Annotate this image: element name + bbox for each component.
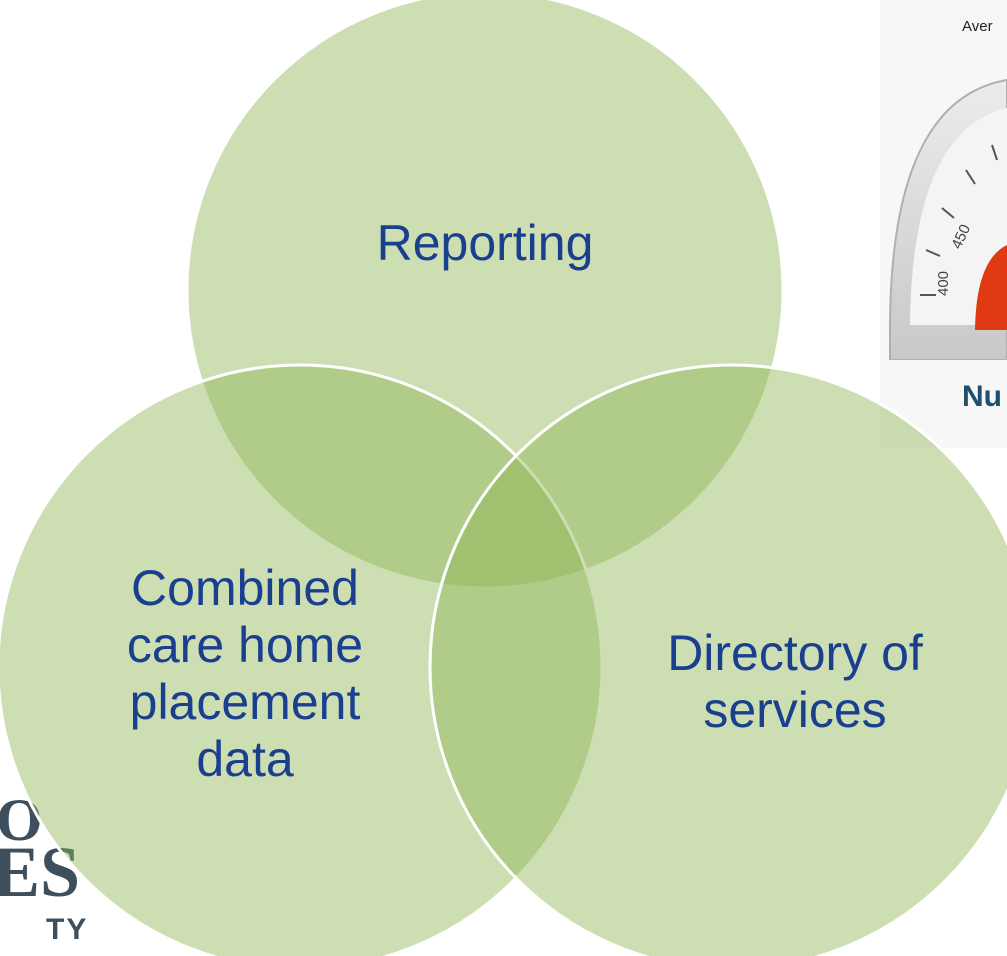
venn-circle-top bbox=[185, 0, 785, 590]
logo-fragment-top: O bbox=[0, 787, 43, 853]
venn-circle-left bbox=[0, 363, 604, 956]
speedometer-gauge-image: 400 450 bbox=[889, 78, 1007, 360]
university-logo-subtext: TY bbox=[46, 913, 89, 946]
gauge-tick-label-400: 400 bbox=[935, 271, 952, 296]
background-bottom-text: Nu bbox=[962, 380, 1002, 413]
venn-label-combined-care-home-placement-data: Combined care home placement data bbox=[126, 560, 364, 787]
venn-label-reporting: Reporting bbox=[376, 215, 594, 271]
venn-circle-right bbox=[428, 363, 1007, 956]
university-logo-text: ES bbox=[0, 832, 81, 912]
background-top-text: Aver bbox=[962, 18, 993, 35]
venn-label-directory-of-services: Directory of services bbox=[667, 625, 923, 738]
